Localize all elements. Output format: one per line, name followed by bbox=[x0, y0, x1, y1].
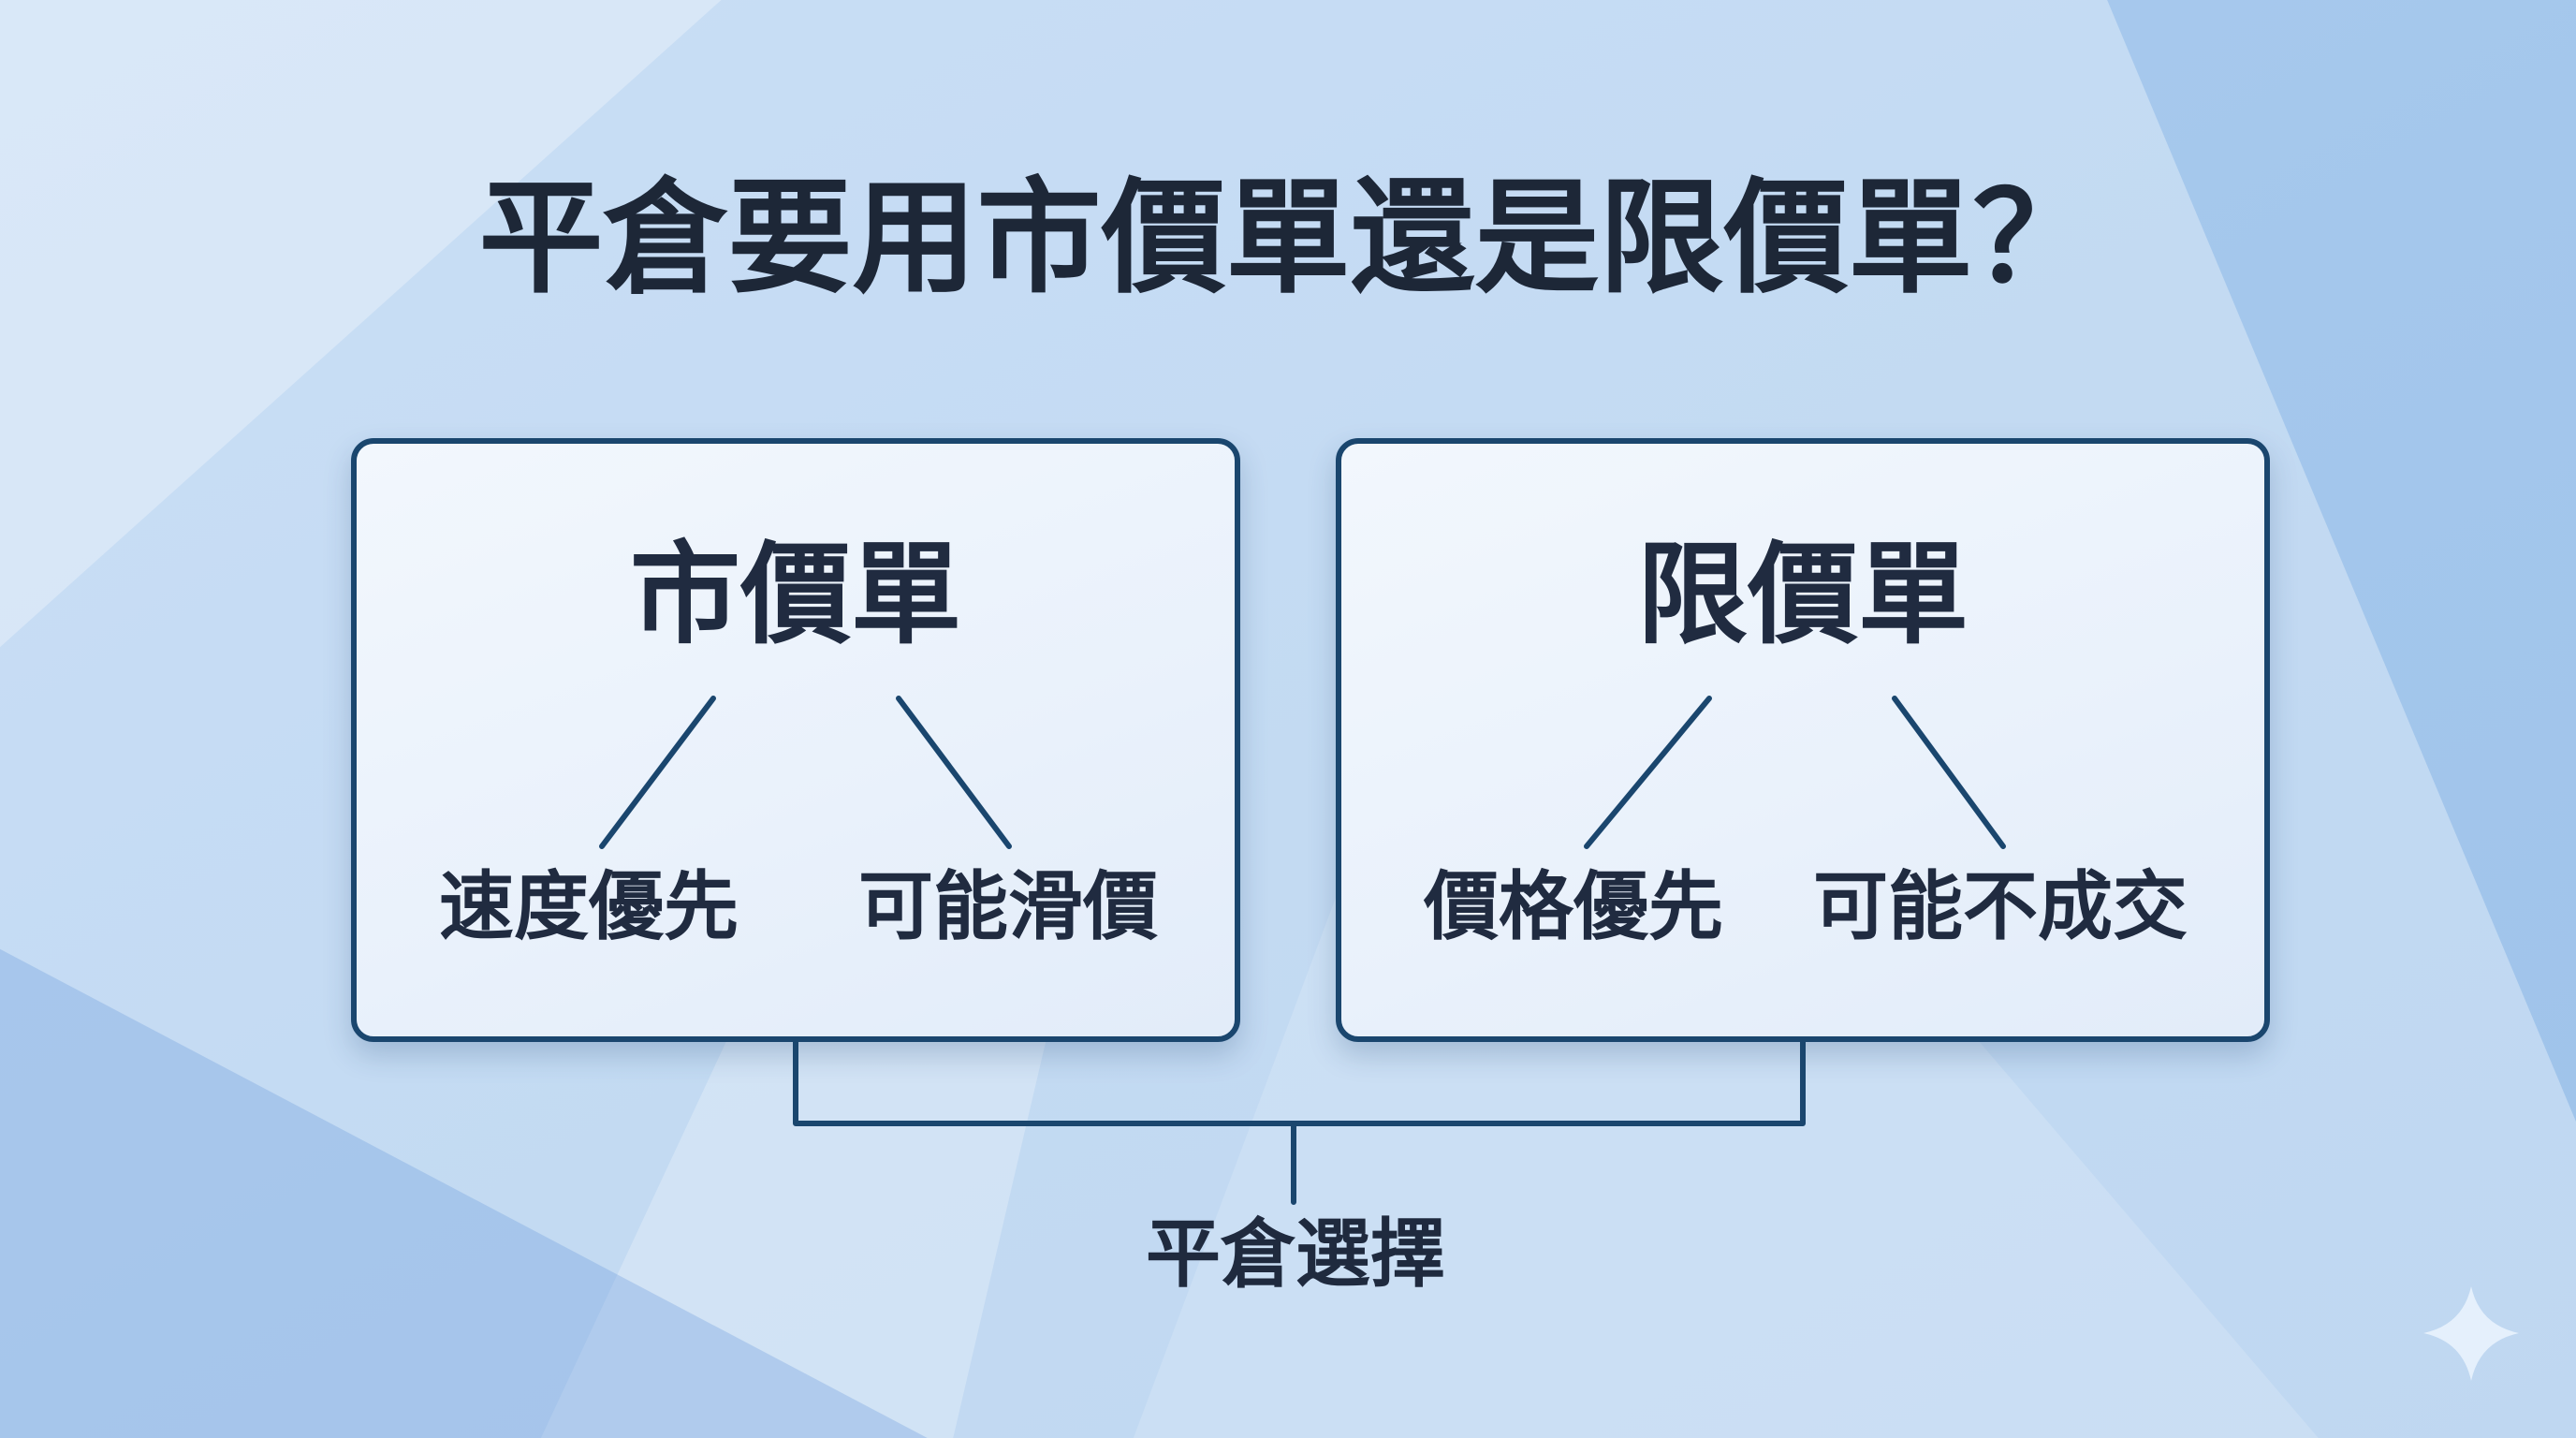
card-market-order: 市價單 速度優先 可能滑價 bbox=[351, 438, 1240, 1042]
card-market-order-branches: 速度優先 可能滑價 bbox=[357, 870, 1235, 945]
sparkle-icon bbox=[2423, 1286, 2519, 1381]
branch-label-possible-slippage: 可能滑價 bbox=[858, 863, 1158, 950]
card-market-order-title: 市價單 bbox=[629, 530, 961, 659]
branch-label-possible-no-fill: 可能不成交 bbox=[1813, 863, 2188, 950]
card-limit-order: 限價單 價格優先 可能不成交 bbox=[1336, 438, 2270, 1042]
root-label: 平倉選擇 bbox=[1146, 1211, 1445, 1298]
branch-label-speed-priority: 速度優先 bbox=[439, 863, 739, 950]
card-limit-order-branches: 價格優先 可能不成交 bbox=[1341, 870, 2264, 945]
page-title: 平倉要用市價單還是限價單？ bbox=[478, 167, 2098, 311]
branch-label-price-priority: 價格優先 bbox=[1424, 863, 1723, 950]
card-limit-order-title: 限價單 bbox=[1636, 530, 1969, 659]
bracket-connector bbox=[793, 1036, 1806, 1205]
